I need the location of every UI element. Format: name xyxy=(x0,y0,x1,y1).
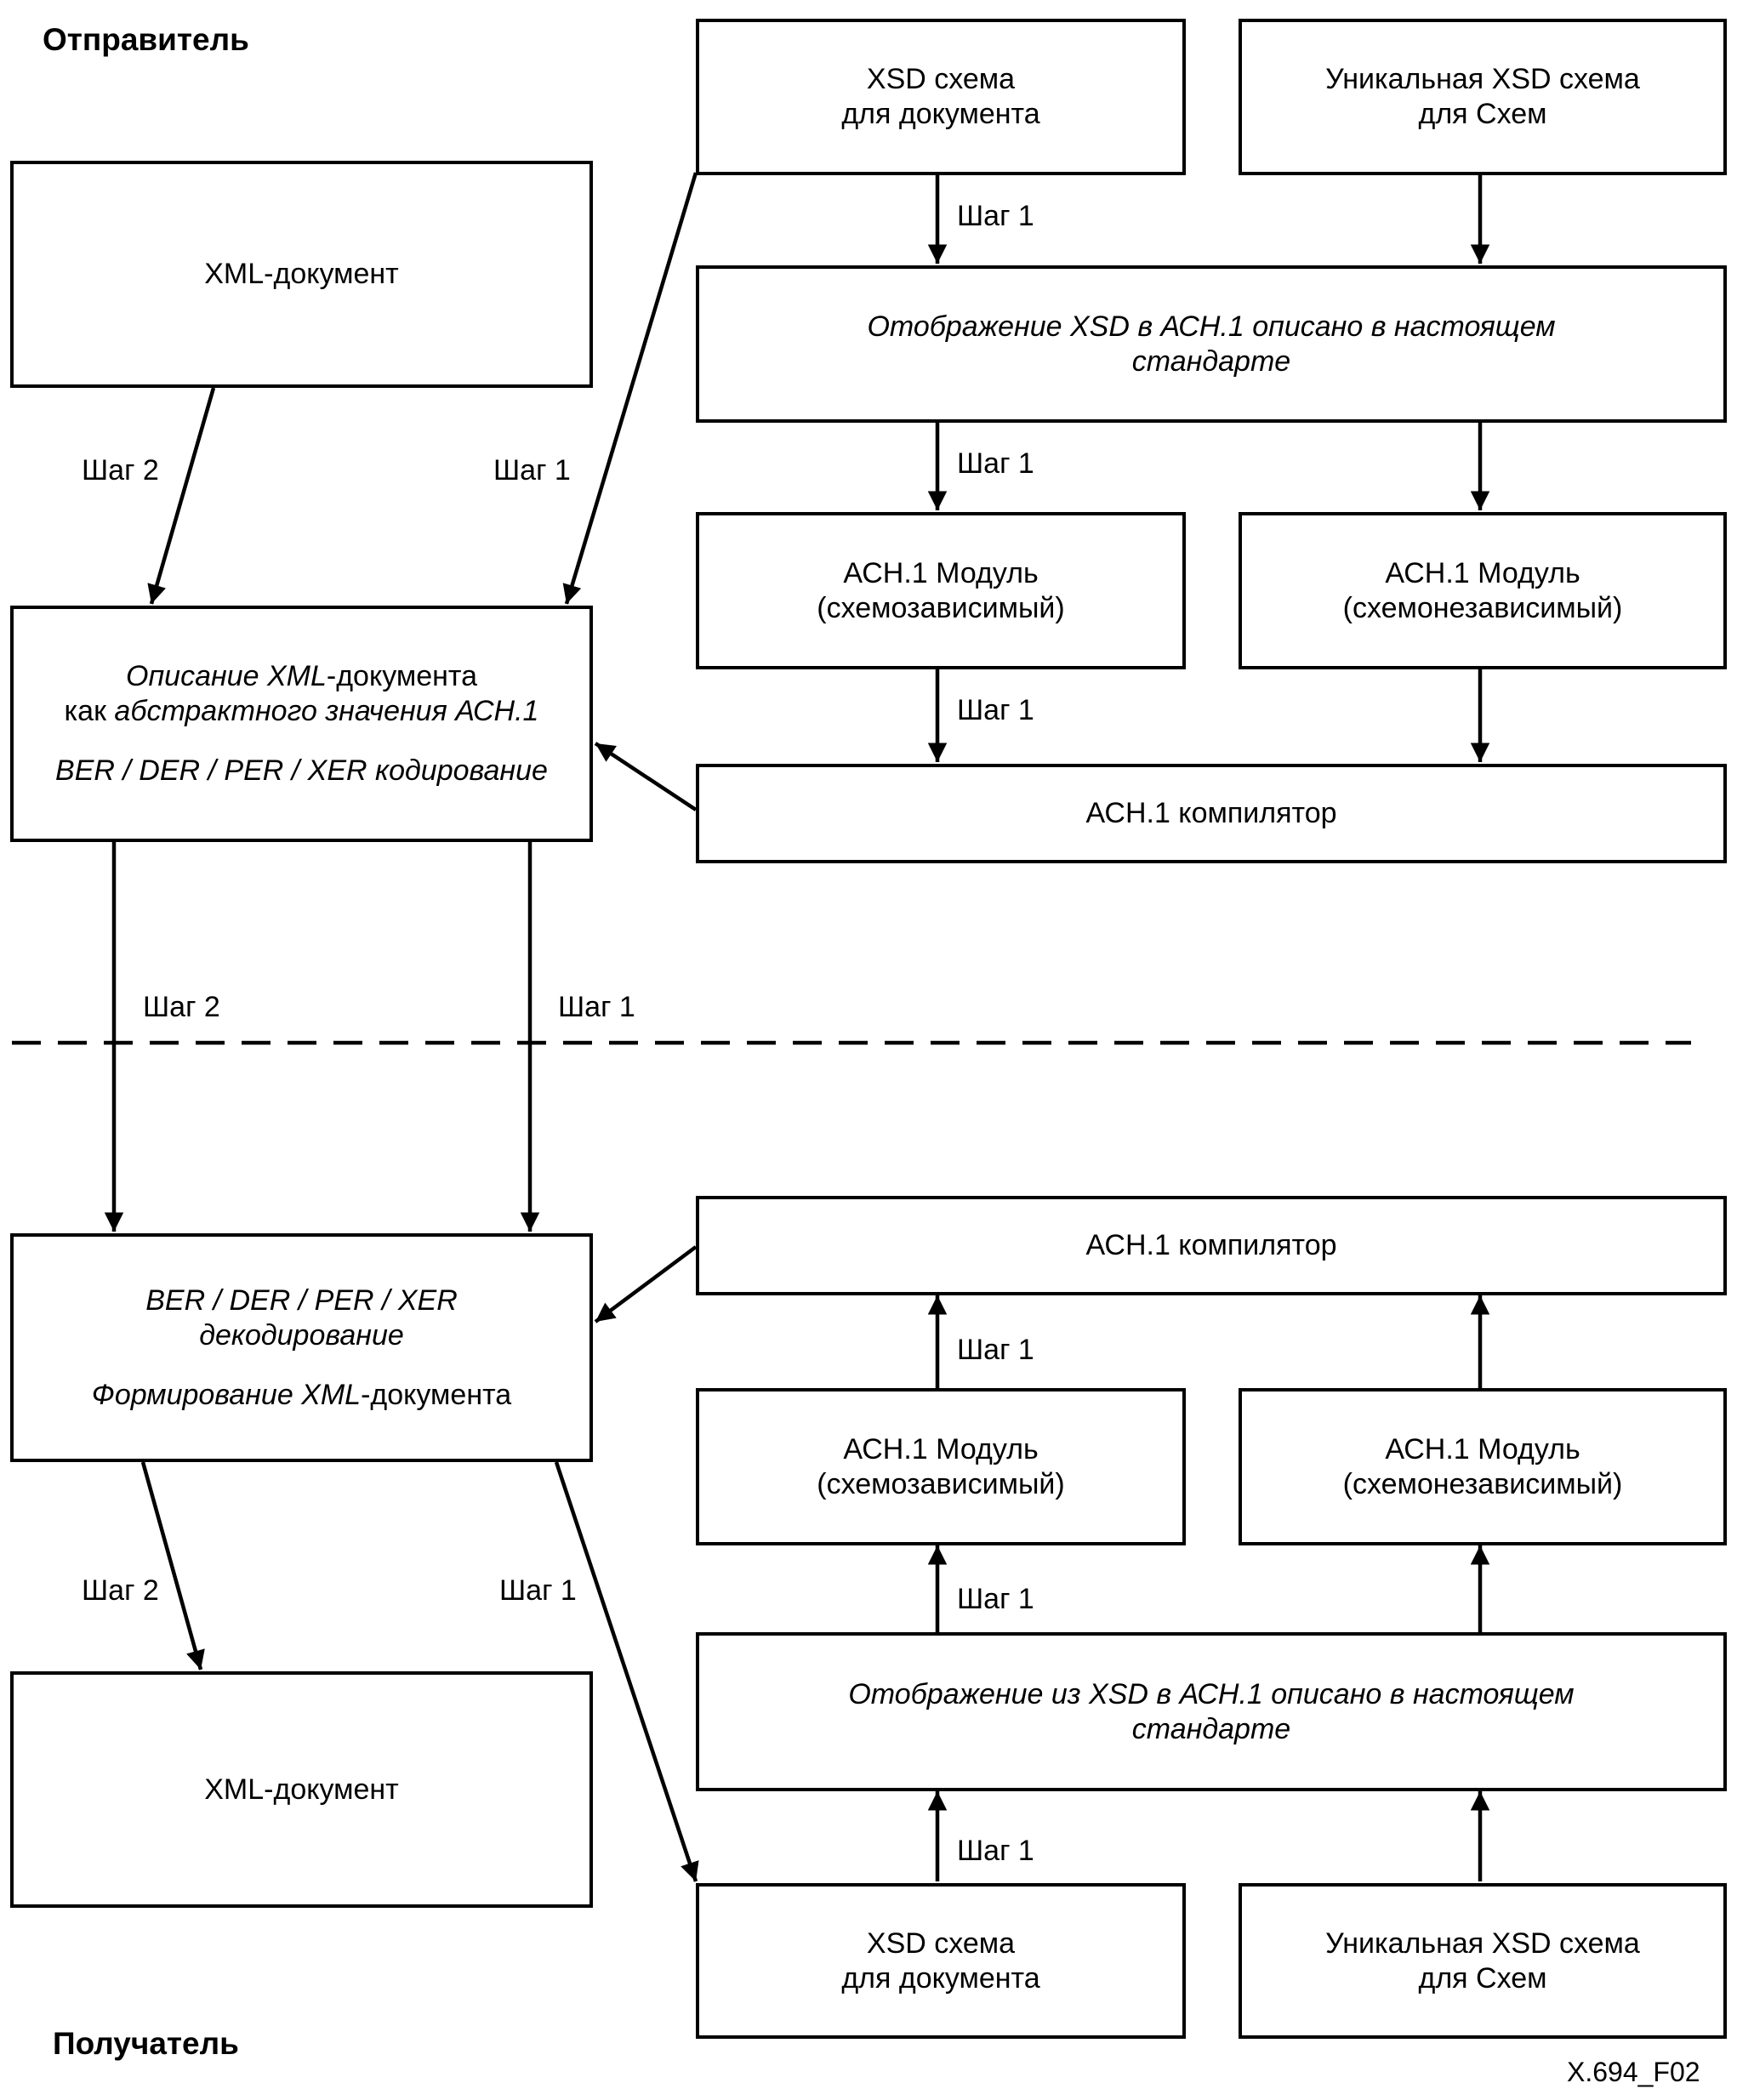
box-line: как абстрактного значения АСН.1 xyxy=(65,694,539,729)
receiver-decode-box: BER / DER / PER / XER декодирование Форм… xyxy=(10,1233,593,1462)
step-label: Шаг 1 xyxy=(499,1574,577,1607)
box-line: (схемозависимый) xyxy=(817,591,1065,624)
sender-xml-document-box: XML-документ xyxy=(10,161,593,388)
text-part: абстрактного значения АСН.1 xyxy=(114,695,539,727)
box-line: (схемонезависимый) xyxy=(1342,1467,1623,1500)
box-line: XSD схема xyxy=(866,63,1016,95)
receiver-label: Получатель xyxy=(53,2026,239,2061)
box-line: для Схем xyxy=(1418,98,1547,130)
sender-xsd-schema-box: XSD схема для документа xyxy=(696,19,1186,175)
box-line: декодирование xyxy=(199,1318,404,1352)
step-label: Шаг 1 xyxy=(957,694,1034,726)
sender-unique-xsd-box: Уникальная XSD схема для Схем xyxy=(1239,19,1727,175)
step-label: Шаг 2 xyxy=(82,1574,159,1607)
arrow-xsd-to-describe xyxy=(562,172,698,605)
box-line: Описание XML-документа xyxy=(126,659,477,694)
box-line: АСН.1 компилятор xyxy=(1085,1229,1337,1261)
step-label: Шаг 1 xyxy=(558,991,635,1023)
box-line: для документа xyxy=(841,1961,1040,1995)
sender-module-independent-box: АСН.1 Модуль (схемонезависимый) xyxy=(1239,512,1727,669)
box-line: (схемонезависимый) xyxy=(1342,591,1623,624)
box-line: АСН.1 Модуль xyxy=(843,1432,1039,1465)
arrow-xml-to-describe xyxy=(147,387,216,605)
box-line: для документа xyxy=(841,98,1040,130)
step-label: Шаг 1 xyxy=(957,447,1034,480)
box-line: АСН.1 компилятор xyxy=(1085,797,1337,829)
sender-mapping-box: Отображение XSD в АСН.1 описано в настоя… xyxy=(696,265,1727,423)
text-part: XML xyxy=(266,660,327,692)
step-label: Шаг 1 xyxy=(493,454,571,487)
arrow-compiler-to-decode xyxy=(594,1245,698,1323)
box-line: (схемозависимый) xyxy=(817,1467,1065,1500)
step-label: Шаг 1 xyxy=(957,1835,1034,1867)
receiver-xml-document-box: XML-документ xyxy=(10,1671,593,1908)
box-line: Уникальная XSD схема xyxy=(1325,1926,1640,1960)
box-line: XSD схема xyxy=(866,1926,1016,1960)
box-line: АСН.1 Модуль xyxy=(843,556,1039,589)
box-line: BER / DER / PER / XER кодирование xyxy=(55,754,548,787)
receiver-mapping-box: Отображение из XSD в АСН.1 описано в нас… xyxy=(696,1632,1727,1791)
text-part: -документа xyxy=(361,1378,512,1411)
box-line: стандарте xyxy=(1131,344,1291,378)
box-line: BER / DER / PER / XER xyxy=(145,1283,458,1317)
box-line: стандарте xyxy=(1131,1712,1291,1745)
box-line: для Схем xyxy=(1418,1961,1547,1995)
box-line: Отображение из XSD в АСН.1 описано в нас… xyxy=(848,1677,1575,1710)
step-label: Шаг 1 xyxy=(957,1583,1034,1615)
sender-compiler-box: АСН.1 компилятор xyxy=(696,764,1727,863)
step-label: Шаг 1 xyxy=(957,1334,1034,1366)
box-line: XML-документ xyxy=(204,258,399,290)
arrow-compiler-to-describe xyxy=(594,742,698,811)
step-label: Шаг 2 xyxy=(143,991,220,1023)
box-line: АСН.1 Модуль xyxy=(1385,556,1580,589)
sender-label: Отправитель xyxy=(43,22,249,57)
arrow-decode-to-xml xyxy=(140,1461,205,1670)
figure-code: X.694_F02 xyxy=(1567,2057,1700,2087)
box-line: Отображение XSD в АСН.1 описано в настоя… xyxy=(867,310,1556,343)
box-line: Уникальная XSD схема xyxy=(1325,63,1640,95)
text-part: -документа xyxy=(326,660,477,692)
sender-describe-encode-box: Описание XML-документа как абстрактного … xyxy=(10,606,593,842)
text-part: Формирование XML xyxy=(91,1378,362,1411)
box-line: АСН.1 Модуль xyxy=(1385,1432,1580,1465)
box-line: Формирование XML-документа xyxy=(92,1378,511,1413)
receiver-unique-xsd-box: Уникальная XSD схема для Схем xyxy=(1239,1883,1727,2039)
sender-module-dependent-box: АСН.1 Модуль (схемозависимый) xyxy=(696,512,1186,669)
text-part: как xyxy=(64,695,115,727)
arrow-decode-to-xsd xyxy=(554,1461,699,1882)
receiver-xsd-schema-box: XSD схема для документа xyxy=(696,1883,1186,2039)
text-part: Описание xyxy=(126,660,267,692)
box-line: XML-документ xyxy=(204,1773,399,1806)
step-label: Шаг 2 xyxy=(82,454,159,487)
receiver-module-dependent-box: АСН.1 Модуль (схемозависимый) xyxy=(696,1388,1186,1545)
receiver-module-independent-box: АСН.1 Модуль (схемонезависимый) xyxy=(1239,1388,1727,1545)
step-label: Шаг 1 xyxy=(957,200,1034,232)
receiver-compiler-box: АСН.1 компилятор xyxy=(696,1196,1727,1295)
